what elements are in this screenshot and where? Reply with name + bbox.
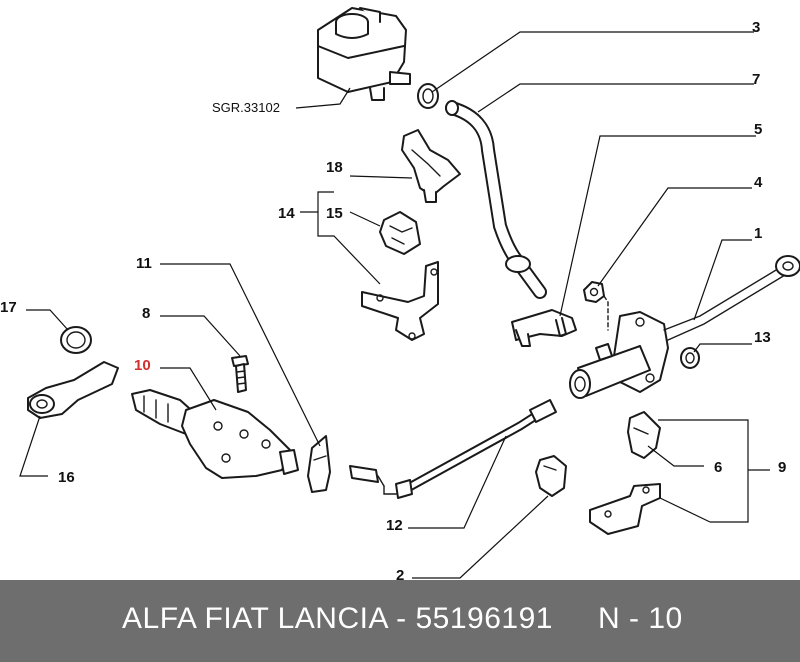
clip-ring-17	[60, 326, 92, 354]
callout-5: 5	[754, 121, 762, 138]
bracket-11	[307, 435, 331, 493]
bracket-clip-18	[401, 129, 461, 203]
clip-2	[535, 455, 567, 497]
clip-assembly-5	[511, 309, 577, 347]
callout-8: 8	[142, 305, 150, 322]
nut-4	[583, 281, 605, 303]
bracket-9	[589, 483, 661, 535]
callout-9: 9	[778, 459, 786, 476]
reference-label: SGR.33102	[212, 100, 280, 115]
parts-diagram: SGR.33102 3 7 5 4 1 13 6 9 18 15 14 11 8…	[0, 7, 800, 580]
fluid-reservoir	[317, 7, 411, 101]
hydraulic-line	[349, 399, 557, 499]
callout-18: 18	[326, 159, 343, 176]
callout-4: 4	[754, 174, 763, 191]
callout-2: 2	[396, 567, 404, 580]
washer-13	[680, 347, 700, 369]
clip-15	[379, 211, 421, 255]
callout-16: 16	[58, 469, 75, 486]
callout-11: 11	[136, 255, 152, 272]
fluid-hose	[445, 100, 547, 299]
callout-10: 10	[134, 357, 151, 374]
callout-14: 14	[278, 205, 295, 222]
master-cylinder	[569, 255, 800, 399]
slave-cylinder	[131, 389, 299, 479]
footer-bar: ALFA FIAT LANCIA - 55196191 N - 10	[0, 580, 800, 662]
callout-7: 7	[752, 71, 760, 88]
callout-13: 13	[754, 329, 771, 346]
hose-clamp	[417, 83, 439, 109]
callout-17: 17	[0, 299, 17, 316]
leader-lines	[19, 31, 770, 579]
callout-12: 12	[386, 517, 403, 534]
clip-6	[627, 411, 661, 459]
callout-1: 1	[754, 225, 762, 242]
part-number-title: ALFA FIAT LANCIA - 55196191	[122, 602, 553, 635]
bracket-14	[361, 261, 439, 341]
diagram-ref: N - 10	[598, 602, 683, 635]
callout-3: 3	[752, 19, 760, 36]
callout-15: 15	[326, 205, 343, 222]
bolt-8	[231, 355, 249, 393]
callout-6: 6	[714, 459, 722, 476]
release-fork	[27, 361, 119, 419]
